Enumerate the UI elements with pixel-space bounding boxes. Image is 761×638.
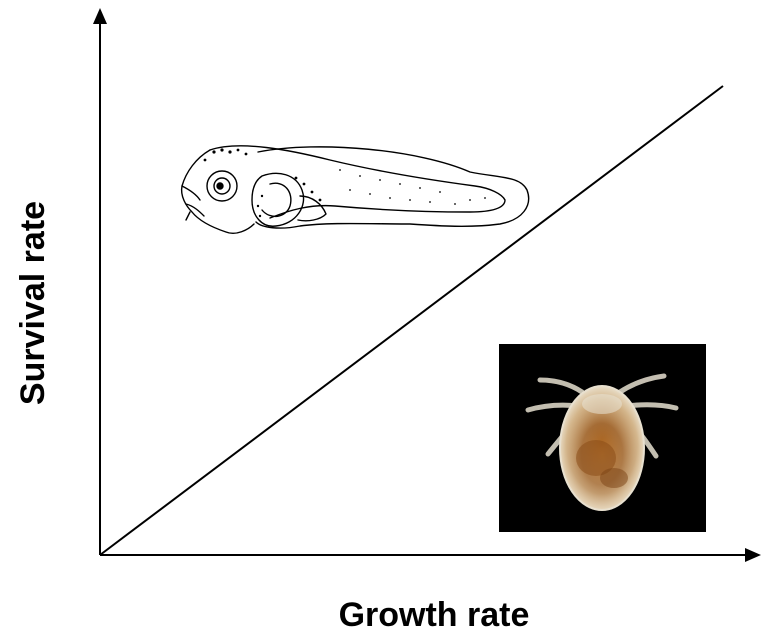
copepod-nauplius-photo-icon (499, 344, 706, 532)
y-axis-arrowhead (93, 8, 107, 24)
x-axis-label: Growth rate (339, 596, 530, 634)
x-axis-arrowhead (745, 548, 761, 562)
y-axis-label: Survival rate (14, 201, 52, 405)
fish-larva-icon (182, 146, 529, 233)
